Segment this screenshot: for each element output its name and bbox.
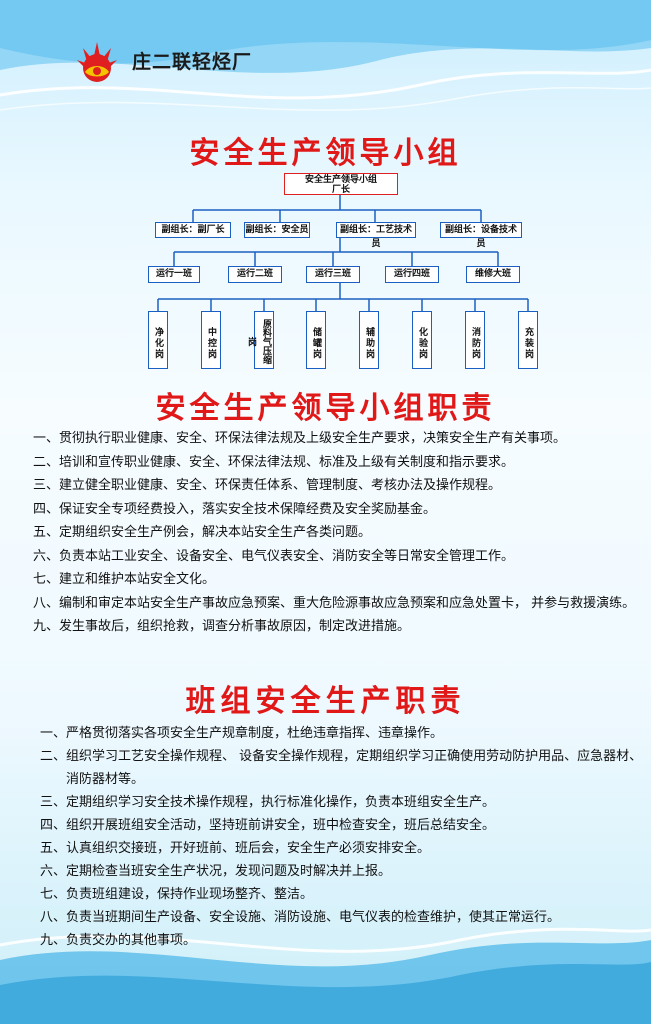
list-item: 五、定期组织安全生产例会，解决本站安全生产各类问题。	[33, 521, 645, 545]
org-shift-box: 运行二班	[228, 266, 282, 283]
item-number: 三、	[40, 795, 67, 810]
org-shift-box: 运行三班	[306, 266, 360, 283]
org-chart-connectors	[157, 195, 529, 311]
item-text: 定期检查当班安全生产状况，发现问题及时解决并上报。	[66, 864, 392, 879]
team-duties-title: 班组安全生产职责	[185, 684, 466, 719]
item-number: 九、	[33, 619, 60, 634]
item-text: 定期组织学习安全技术操作规程，执行标准化操作，负责本班组安全生产。	[66, 795, 496, 810]
item-text: 发生事故后，组织抢救，调查分析事故原因，制定改进措施。	[59, 619, 411, 634]
org-top-line1: 安全生产领导小组	[304, 175, 377, 185]
item-text: 贯彻执行职业健康、安全、环保法律法规及上级安全生产要求，决策安全生产有关事项。	[59, 431, 567, 446]
item-text: 负责本站工业安全、设备安全、电气仪表安全、消防安全等日常安全管理工作。	[59, 548, 515, 564]
org-top-box: 安全生产领导小组 厂长	[284, 173, 398, 195]
item-text: 组织开展班组安全活动，坚持班前讲安全，班中检查安全，班后总结安全。	[66, 818, 496, 833]
list-item: 九、负责交办的其他事项。	[40, 929, 644, 952]
leadership-duties-title: 安全生产领导小组职责	[155, 391, 496, 426]
item-text: 编制和审定本站安全生产事故应急预案、重大危险源事故应急预案和应急处置卡， 并参与…	[59, 595, 636, 611]
org-post-box: 消防岗	[465, 311, 485, 369]
org-post-box: 净化岗	[148, 311, 168, 369]
list-item: 四、保证安全专项经费投入，落实安全技术保障经费及安全奖励基金。	[33, 498, 645, 522]
item-number: 八、	[33, 595, 60, 611]
item-text: 组织学习工艺安全操作规程、 设备安全操作规程，定期组织学习正确使用劳动防护用品、…	[66, 749, 643, 787]
list-item: 六、定期检查当班安全生产状况，发现问题及时解决并上报。	[40, 860, 644, 883]
item-number: 五、	[33, 525, 60, 540]
team-duties-list: 一、严格贯彻落实各项安全生产规章制度，杜绝违章指挥、违章操作。 二、组织学习工艺…	[40, 722, 644, 952]
org-post-box: 中控岗	[201, 311, 221, 369]
item-text: 认真组织交接班，开好班前、班后会，安全生产必须安排安全。	[66, 841, 431, 856]
list-item: 四、组织开展班组安全活动，坚持班前讲安全，班中检查安全，班后总结安全。	[40, 814, 644, 837]
item-text: 建立和维护本站安全文化。	[59, 572, 216, 587]
org-shift-box: 维修大班	[466, 266, 520, 283]
org-top-line2: 厂长	[331, 185, 350, 195]
item-number: 一、	[40, 726, 67, 741]
list-item: 六、负责本站工业安全、设备安全、电气仪表安全、消防安全等日常安全管理工作。	[33, 545, 645, 569]
org-post-box: 辅助岗	[359, 311, 379, 369]
item-text: 严格贯彻落实各项安全生产规章制度，杜绝违章指挥、违章操作。	[66, 726, 444, 741]
org-post-box: 充装岗	[518, 311, 538, 369]
list-item: 二、组织学习工艺安全操作规程、 设备安全操作规程，定期组织学习正确使用劳动防护用…	[40, 745, 644, 791]
list-item: 七、建立和维护本站安全文化。	[33, 568, 645, 592]
org-deputy-box: 副组长：设备技术员	[440, 222, 522, 249]
org-deputy-box: 副组长：副厂长	[155, 222, 231, 238]
list-item: 五、认真组织交接班，开好班前、班后会，安全生产必须安排安全。	[40, 837, 644, 860]
item-text: 负责班组建设，保持作业现场整齐、整洁。	[66, 887, 314, 902]
list-item: 二、培训和宣传职业健康、安全、环保法律法规、标准及上级有关制度和指示要求。	[33, 451, 645, 475]
item-number: 五、	[40, 841, 67, 856]
org-shift-box: 运行四班	[385, 266, 439, 283]
item-number: 七、	[40, 887, 67, 902]
item-number: 四、	[40, 818, 67, 833]
petrochina-logo-icon	[77, 42, 117, 82]
org-deputy-box: 副组长：工艺技术员	[336, 222, 416, 249]
list-item: 七、负责班组建设，保持作业现场整齐、整洁。	[40, 883, 644, 906]
list-item: 一、严格贯彻落实各项安全生产规章制度，杜绝违章指挥、违章操作。	[40, 722, 644, 745]
item-number: 六、	[33, 548, 60, 564]
item-text: 培训和宣传职业健康、安全、环保法律法规、标准及上级有关制度和指示要求。	[59, 454, 515, 470]
item-number: 三、	[33, 478, 60, 493]
list-item: 三、建立健全职业健康、安全、环保责任体系、管理制度、考核办法及操作规程。	[33, 474, 645, 498]
list-item: 三、定期组织学习安全技术操作规程，执行标准化操作，负责本班组安全生产。	[40, 791, 644, 814]
org-post-box: 原料气压缩岗	[246, 311, 274, 369]
item-number: 七、	[33, 572, 60, 587]
item-text: 负责当班期间生产设备、安全设施、消防设施、电气仪表的检查维护，使其正常运行。	[66, 910, 561, 925]
item-text: 保证安全专项经费投入，落实安全技术保障经费及安全奖励基金。	[59, 501, 437, 517]
leadership-group-title: 安全生产领导小组	[189, 136, 462, 171]
org-deputy-box: 副组长：安全员	[244, 222, 310, 238]
header: 庄二联轻烃厂	[74, 38, 252, 82]
item-text: 定期组织安全生产例会，解决本站安全生产各类问题。	[59, 525, 372, 540]
list-item: 八、编制和审定本站安全生产事故应急预案、重大危险源事故应急预案和应急处置卡， 并…	[33, 592, 645, 616]
item-number: 二、	[40, 749, 67, 764]
list-item: 八、负责当班期间生产设备、安全设施、消防设施、电气仪表的检查维护，使其正常运行。	[40, 906, 644, 929]
org-shift-box: 运行一班	[148, 266, 200, 283]
item-number: 六、	[40, 864, 67, 879]
org-post-box: 化验岗	[412, 311, 432, 369]
item-number: 九、	[40, 933, 67, 948]
item-text: 建立健全职业健康、安全、环保责任体系、管理制度、考核办法及操作规程。	[59, 478, 502, 493]
list-item: 九、发生事故后，组织抢救，调查分析事故原因，制定改进措施。	[33, 615, 645, 639]
item-number: 一、	[33, 431, 60, 446]
item-number: 八、	[40, 910, 67, 925]
org-post-box: 储罐岗	[306, 311, 326, 369]
list-item: 一、贯彻执行职业健康、安全、环保法律法规及上级安全生产要求，决策安全生产有关事项…	[33, 427, 645, 451]
item-text: 负责交办的其他事项。	[66, 933, 197, 948]
item-number: 二、	[33, 454, 60, 470]
leadership-duties-list: 一、贯彻执行职业健康、安全、环保法律法规及上级安全生产要求，决策安全生产有关事项…	[33, 427, 645, 639]
item-number: 四、	[33, 501, 60, 517]
company-name: 庄二联轻烃厂	[132, 50, 253, 73]
